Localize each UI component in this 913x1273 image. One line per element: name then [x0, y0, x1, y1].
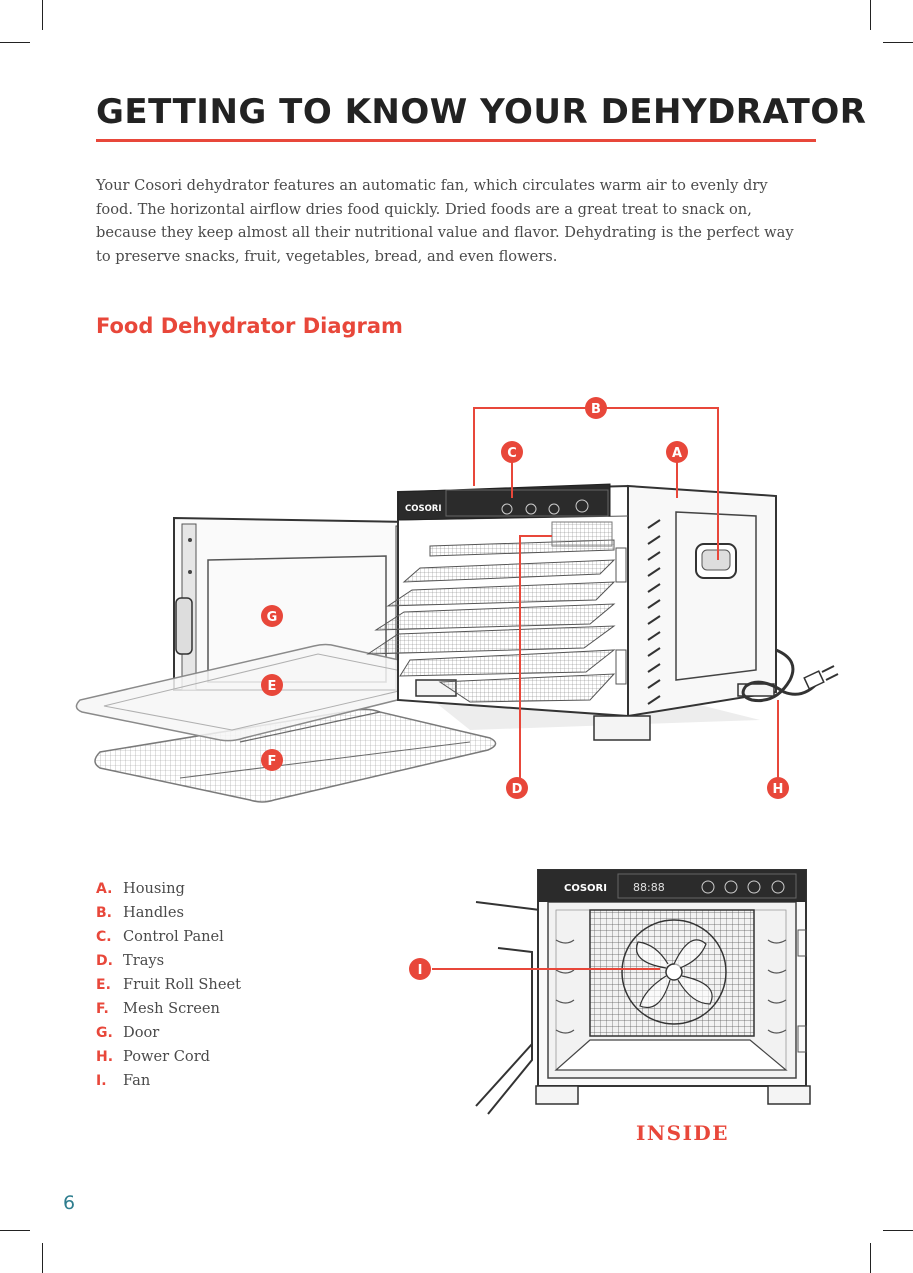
callout-c: C [501, 441, 523, 463]
plus-button-icon [747, 880, 761, 894]
crop-mark [0, 42, 30, 43]
legend-item: B. Handles [96, 903, 336, 927]
svg-text:B: B [591, 402, 601, 417]
svg-text:A: A [672, 446, 682, 461]
svg-text:E: E [268, 679, 277, 694]
legend-letter: B. [96, 905, 112, 921]
legend-item: G. Door [96, 1023, 336, 1047]
legend-letter: G. [96, 1025, 113, 1041]
svg-text:F: F [268, 754, 277, 769]
callout-e: E [261, 674, 283, 696]
legend-letter: F. [96, 1001, 109, 1017]
svg-text:G: G [267, 610, 278, 625]
legend-item: E. Fruit Roll Sheet [96, 975, 336, 999]
legend-letter: I. [96, 1073, 107, 1089]
callout-f: F [261, 749, 283, 771]
legend-label: Door [123, 1024, 160, 1041]
callout-i: I [409, 958, 431, 980]
legend-item: A. Housing [96, 879, 336, 903]
callout-g: G [261, 605, 283, 627]
legend-label: Housing [123, 880, 185, 897]
inside-control-panel: COSORI 88:88 [538, 870, 806, 902]
trays [366, 521, 616, 703]
mesh-screen [94, 708, 497, 803]
minus-button-icon [525, 503, 537, 515]
svg-text:I: I [418, 963, 423, 978]
page-number: 6 [63, 1192, 76, 1214]
legend-label: Trays [123, 952, 165, 969]
control-panel: COSORI [397, 483, 611, 521]
callout-d: D [506, 777, 528, 799]
legend-label: Power Cord [123, 1048, 211, 1065]
crop-mark [42, 0, 43, 30]
svg-text:D: D [512, 782, 523, 797]
minus-button-icon [724, 880, 738, 894]
fan [589, 909, 755, 1037]
legend-label: Fan [123, 1072, 151, 1089]
crop-mark [870, 0, 871, 30]
section-heading: Food Dehydrator Diagram [96, 314, 403, 338]
crop-mark [42, 1243, 43, 1273]
legend-label: Control Panel [123, 928, 224, 945]
svg-text:H: H [773, 782, 784, 797]
inside-view-diagram: COSORI 88:88 I [409, 869, 811, 1115]
crop-mark [0, 1230, 30, 1231]
open-door [475, 901, 541, 1115]
legend-letter: H. [96, 1049, 114, 1065]
crop-mark [883, 1230, 913, 1231]
legend-item: F. Mesh Screen [96, 999, 336, 1023]
power-button-icon [701, 880, 715, 894]
crop-mark [883, 42, 913, 43]
callout-h: H [767, 777, 789, 799]
plus-button-icon [548, 503, 560, 515]
legend-item: H. Power Cord [96, 1047, 336, 1071]
brand-logo: COSORI [564, 883, 607, 894]
legend-label: Fruit Roll Sheet [123, 976, 241, 993]
page-title: GETTING TO KNOW YOUR DEHYDRATOR [96, 92, 867, 132]
start-button-icon [771, 880, 785, 894]
start-button-icon [575, 499, 589, 513]
display-readout: 88:88 [633, 881, 665, 894]
intro-paragraph: Your Cosori dehydrator features an autom… [96, 177, 794, 265]
legend-letter: E. [96, 977, 111, 993]
parts-legend: A. Housing B. Handles C. Control Panel D. Tr… [96, 879, 336, 1095]
legend-label: Handles [123, 904, 184, 921]
crop-mark [870, 1243, 871, 1273]
legend-letter: A. [96, 881, 113, 897]
callout-a: A [666, 441, 688, 463]
legend-letter: C. [96, 929, 112, 945]
legend-letter: D. [96, 953, 113, 969]
legend-label: Mesh Screen [123, 1000, 220, 1017]
dehydrator-diagram: COSORI B C A G E F D H [75, 397, 839, 803]
legend-item: D. Trays [96, 951, 336, 975]
title-underline [96, 139, 816, 142]
power-cord [741, 648, 839, 703]
power-button-icon [501, 503, 513, 515]
svg-text:C: C [507, 446, 517, 461]
brand-logo: COSORI [405, 504, 442, 514]
legend-item: C. Control Panel [96, 927, 336, 951]
callout-b: B [585, 397, 607, 419]
inside-caption: INSIDE [636, 1121, 730, 1145]
legend-item: I. Fan [96, 1071, 336, 1095]
